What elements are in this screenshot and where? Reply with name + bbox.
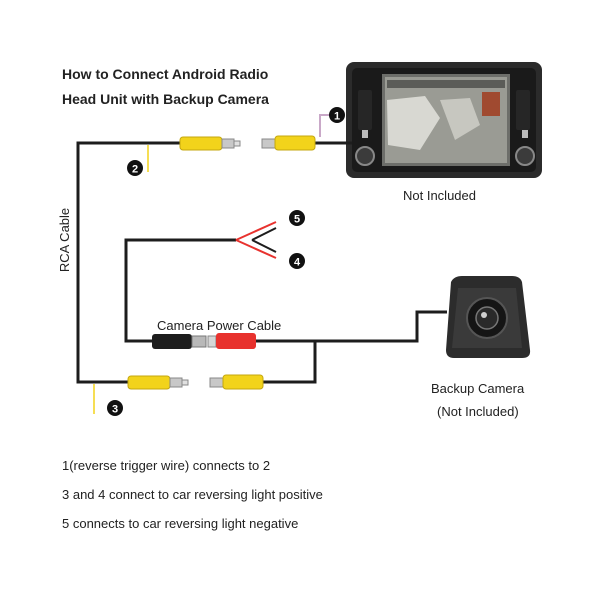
marker-2-label: 2 [132, 164, 138, 176]
rca-female-connector-top [261, 135, 316, 151]
rca-male-connector-top [179, 136, 241, 151]
diagram-title: How to Connect Android Radio Head Unit w… [62, 62, 269, 112]
title-line-1: How to Connect Android Radio [62, 66, 269, 82]
marker-3-label: 3 [112, 404, 118, 416]
backup-camera-note: (Not Included) [437, 404, 519, 419]
marker-1: 1 [329, 107, 345, 123]
rca-cable-label: RCA Cable [57, 208, 72, 272]
marker-4-label: 4 [294, 257, 301, 269]
camera-power-cable-label: Camera Power Cable [157, 318, 282, 333]
backup-camera [446, 276, 531, 358]
note-3: 5 connects to car reversing light negati… [62, 516, 299, 531]
rca-female-connector-bottom [209, 374, 264, 390]
note-1: 1(reverse trigger wire) connects to 2 [62, 458, 271, 473]
marker-1-label: 1 [334, 111, 340, 123]
connection-notes: 1(reverse trigger wire) connects to 2 3 … [62, 458, 323, 545]
power-cable-line [124, 238, 447, 384]
marker-5-label: 5 [294, 214, 300, 226]
title-line-2: Head Unit with Backup Camera [62, 91, 269, 107]
head-unit-radio [346, 62, 542, 178]
rca-cable-line [76, 141, 180, 384]
marker-2: 2 [127, 160, 143, 176]
power-connector-black [152, 334, 207, 349]
note-2: 3 and 4 connect to car reversing light p… [62, 487, 323, 502]
backup-camera-label: Backup Camera [431, 381, 525, 396]
power-wire-split [235, 221, 277, 259]
marker-4: 4 [289, 253, 305, 269]
marker-3: 3 [107, 400, 123, 416]
power-connector-red [207, 333, 256, 349]
rca-male-connector-bottom [127, 375, 189, 390]
not-included-label: Not Included [403, 188, 476, 203]
marker-5: 5 [289, 210, 305, 226]
